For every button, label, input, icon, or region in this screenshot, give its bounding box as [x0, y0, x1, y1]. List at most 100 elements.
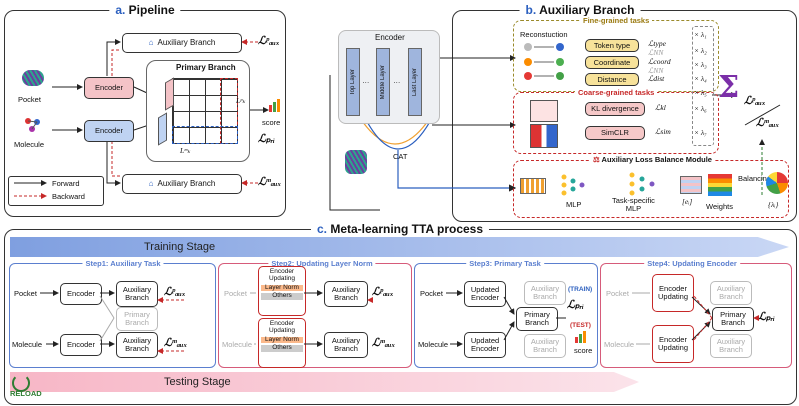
step2-title: Step2: Updating Layer Norm [268, 259, 376, 268]
step4-primary: Primary Branch [712, 307, 754, 331]
loss-kl: ℒkl [655, 103, 666, 112]
step4-aux-top: Auxiliary Branch [710, 281, 752, 305]
step2-aux-bottom: Auxiliary Branch [324, 332, 368, 358]
step3-test: (TEST) [570, 322, 591, 329]
legend-box [8, 176, 104, 206]
step2-panel [218, 263, 412, 368]
step2-molecule: Molecule [222, 340, 253, 349]
step3-panel [414, 263, 598, 368]
reload-icon [12, 374, 30, 392]
testing-stage-bar: Testing Stage [10, 372, 639, 392]
lambda-column [692, 26, 714, 146]
lambda-5: × λ₅ [694, 88, 707, 97]
reconstruction-label: Reconstuction [520, 30, 568, 39]
kl-divergence-box: KL divergence [585, 102, 645, 116]
step3-train: (TRAIN) [568, 286, 593, 293]
ei-label: [eᵢ] [682, 197, 693, 206]
step3-enc-bottom: Updated Encoder [464, 332, 506, 358]
step4-aux-bottom: Auxiliary Branch [710, 334, 752, 358]
primary-branch-label: Primary Branch [176, 63, 236, 72]
lambda-6: × λ₆ [694, 104, 707, 113]
lambda-3: × λ₃ [694, 60, 707, 69]
step3-aux-top: Auxiliary Branch [524, 281, 566, 305]
loss-sim: ℒsim [655, 127, 671, 136]
step4-title: Step4: Updating Encoder [644, 259, 740, 268]
step2-enc-top: Encoder Updating Layer Norm Others [258, 266, 306, 316]
lambda-7: × λ₇ [694, 128, 707, 137]
step2-layernorm-top: Layer Norm [261, 284, 303, 292]
aux-layer-last: Last Layer [408, 48, 422, 116]
step1-primary: Primary Branch [116, 307, 158, 331]
pipeline-title-text: Pipeline [128, 3, 175, 17]
lambda-1: × λ₁ [694, 30, 707, 39]
legend-backward: Backward [52, 192, 85, 201]
step4-loss-pri: ℒₚᵣᵢ [758, 311, 775, 323]
step1-molecule: Molecule [12, 340, 43, 349]
step1-aux-top: Auxiliary Branch [116, 281, 158, 307]
house-icon: ⌂ [148, 178, 154, 188]
cat-label: CAT [393, 152, 408, 161]
aux-layer-middle: Middle Layer [376, 48, 390, 116]
step1-pocket: Pocket [14, 289, 37, 298]
loss-nn-2: ℒNN [648, 66, 664, 75]
legend-forward: Forward [52, 179, 80, 188]
training-stage-bar: Training Stage [10, 237, 789, 257]
aux-encoder-label: Encoder [375, 33, 405, 42]
step3-molecule: Molecule [418, 340, 449, 349]
step2-pocket: Pocket [224, 289, 247, 298]
aux-branch-bottom-label: Auxiliary Branch [157, 178, 216, 188]
step2-enc-bottom-label: Encoder Updating [268, 320, 296, 334]
loss-aux-p: ℒᵖₐᵤₓ [258, 35, 280, 47]
atom-icons [520, 42, 576, 82]
house-icon: ⌂ [148, 37, 154, 47]
step1-encoder-bottom: Encoder [60, 334, 102, 356]
reload-label: RELOAD [10, 389, 42, 398]
simclr-box: SimCLR [585, 126, 645, 140]
balance-input-stack [520, 178, 546, 194]
distance-box: Distance [585, 73, 639, 86]
pie-icon [766, 172, 788, 194]
weights-label: Weights [706, 202, 733, 211]
loss-dist: ℒdist [648, 74, 665, 83]
lk-p: Lᵖₖ [236, 96, 246, 105]
aux-loss-p: ℒᵖₐᵤₓ [744, 95, 766, 107]
score-label: score [262, 118, 281, 127]
mlp-icon [560, 172, 586, 198]
pipeline-letter: a. [115, 3, 126, 17]
weights-bars [708, 174, 732, 196]
step3-score: score [574, 346, 593, 355]
attention-grid [172, 78, 238, 144]
task-mlp-icon [628, 170, 656, 198]
distribution-plot-icon [530, 100, 558, 122]
step2-enc-top-label: Encoder Updating [268, 268, 296, 282]
score-chart-icon [268, 98, 282, 112]
step2-loss-p: ℒᵖₐᵤₓ [372, 286, 394, 298]
step1-loss-m: ℒᵐₐᵤₓ [164, 337, 188, 349]
aux-title: b. Auxiliary Branch [519, 3, 641, 17]
pocket-label: Pocket [18, 95, 41, 104]
aux-title-text: Auxiliary Branch [539, 3, 635, 17]
step3-pocket: Pocket [420, 289, 443, 298]
step3-score-icon [575, 331, 587, 343]
step2-enc-bottom: Encoder Updating Layer Norm Others [258, 318, 306, 368]
balance-module-title-text: Auxiliary Loss Balance Module [601, 155, 712, 164]
ei-stack [680, 176, 702, 194]
step2-aux-top: Auxiliary Branch [324, 281, 368, 307]
aux-branch-top-label: Auxiliary Branch [157, 37, 216, 47]
fine-grained-title: Fine-grained tasks [580, 16, 653, 25]
testing-stage-label: Testing Stage [164, 376, 231, 388]
aux-layer-dots-1: … [362, 76, 370, 85]
step4-enc-top: Encoder Updating [652, 274, 694, 312]
aux-branch-bottom: ⌂Auxiliary Branch [122, 174, 242, 194]
step2-others-bottom: Others [261, 345, 303, 353]
molecule-icon [24, 117, 42, 133]
sum-icon: Σ [718, 70, 740, 105]
step3-primary: Primary Branch [516, 307, 558, 331]
meta-title-text: Meta-learning TTA process [330, 222, 484, 236]
step3-title: Step3: Primary Task [466, 259, 544, 268]
lambda-2: × λ₂ [694, 46, 707, 55]
mlp-label: MLP [566, 200, 582, 209]
grid-blue-row [172, 126, 238, 144]
